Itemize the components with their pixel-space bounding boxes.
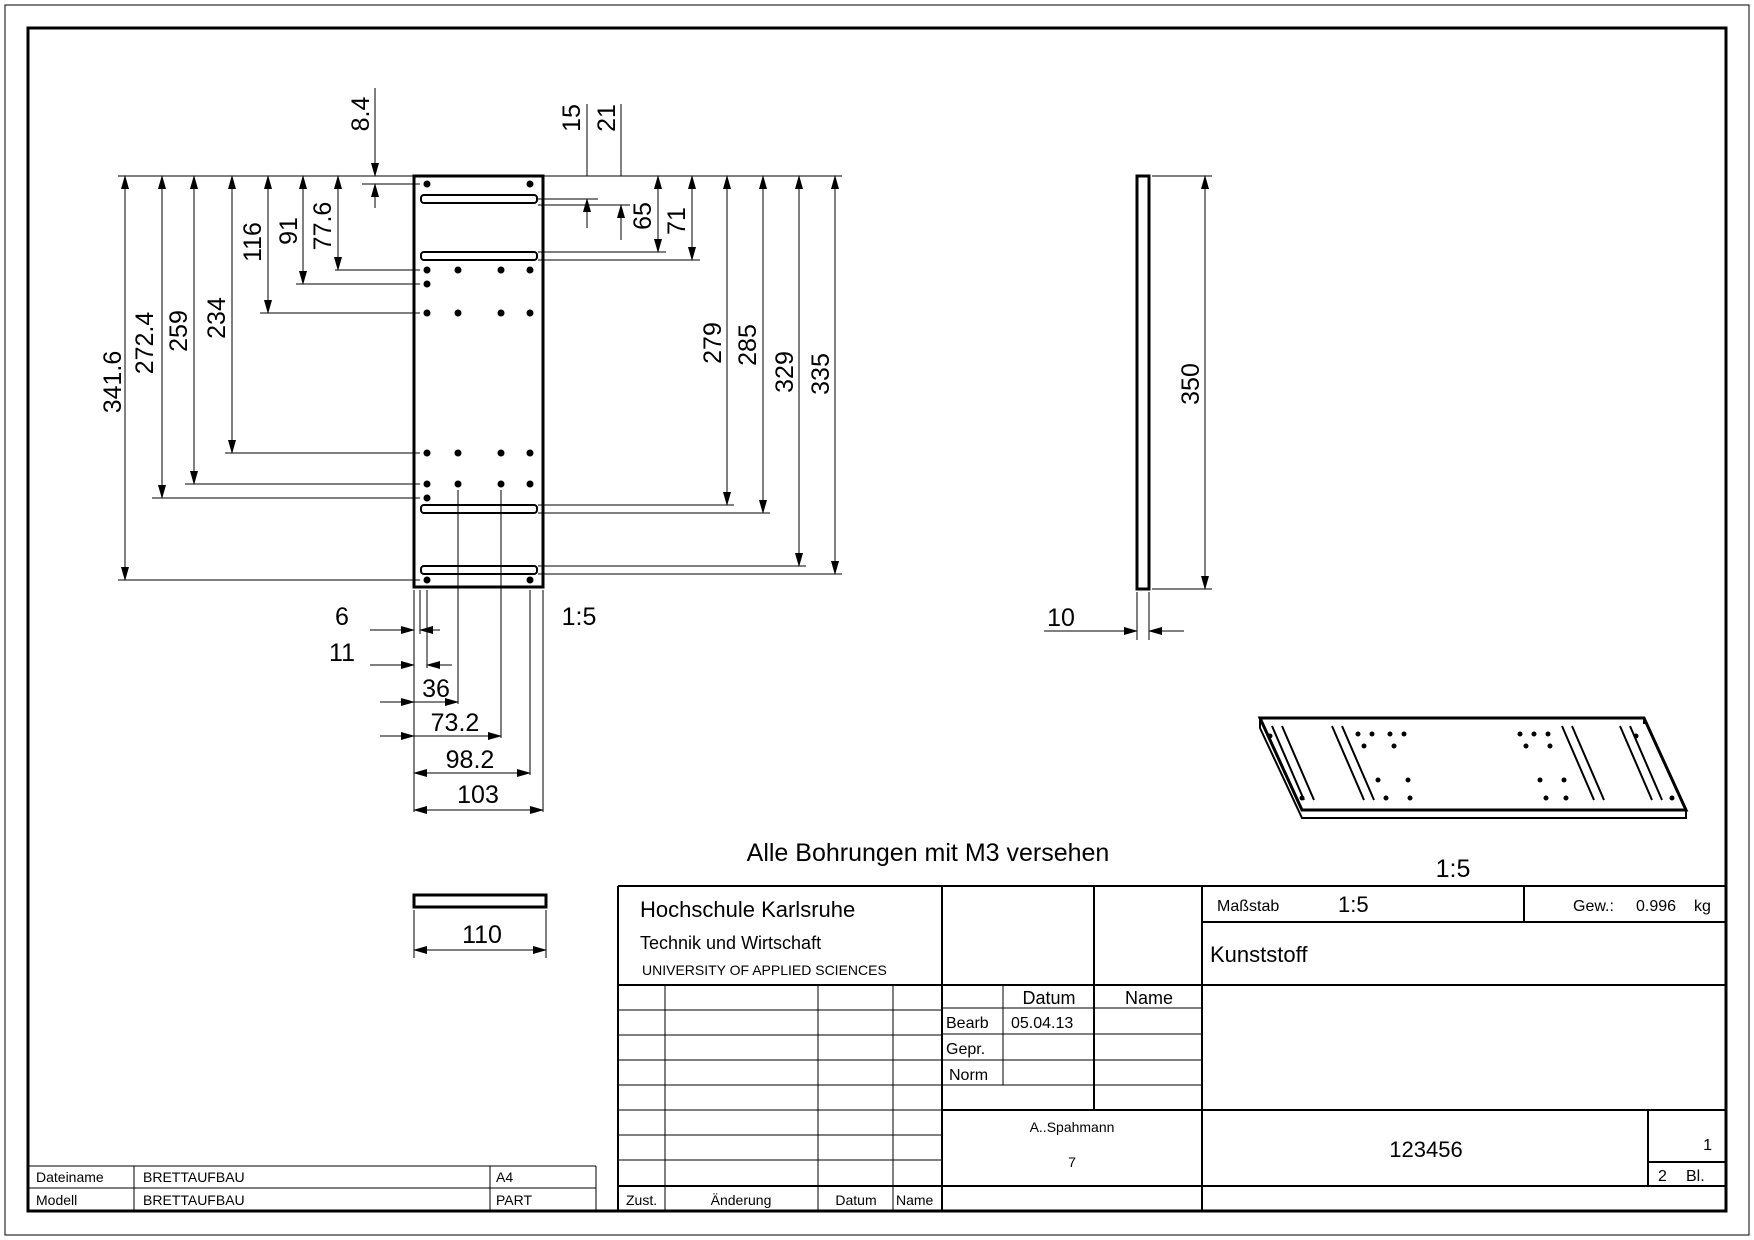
side-view: 350 10 [1044, 174, 1212, 640]
institution-english: UNIVERSITY OF APPLIED SCIENCES [642, 962, 887, 978]
dim-91: 91 [275, 217, 303, 245]
scale-label: Maßstab [1217, 898, 1279, 915]
dim-285: 285 [734, 324, 762, 366]
title-block: Hochschule Karlsruhe Technik und Wirtsch… [617, 885, 1726, 1211]
row-bearb: Bearb [946, 1015, 989, 1032]
rev-aenderung: Änderung [711, 1192, 772, 1208]
dim-329: 329 [771, 351, 799, 393]
extension-lines [118, 175, 842, 812]
sheet-label: Bl. [1686, 1168, 1705, 1185]
format-value: A4 [496, 1169, 513, 1185]
dateiname-label: Dateiname [36, 1169, 104, 1185]
front-outline [412, 174, 545, 589]
dim-272-4: 272.4 [131, 312, 159, 375]
bottom-dim-lines [370, 626, 544, 814]
dim-21: 21 [593, 104, 621, 132]
dim-73-2: 73.2 [431, 709, 480, 737]
modell-value: BRETTAUFBAU [143, 1192, 245, 1208]
dim-71: 71 [663, 207, 691, 235]
bearb-date: 05.04.13 [1011, 1015, 1073, 1032]
dim-110: 110 [462, 921, 502, 949]
outer-frame [4, 4, 1750, 1236]
drawing-number: 123456 [1389, 1137, 1462, 1162]
isometric-view: 1:5 [1257, 716, 1689, 883]
modell-label: Modell [36, 1192, 77, 1208]
holes [423, 180, 534, 584]
dim-6: 6 [335, 603, 349, 631]
dateiname-value: BRETTAUFBAU [143, 1169, 245, 1185]
type-value: PART [496, 1192, 532, 1208]
material: Kunststoff [1210, 942, 1308, 967]
rev-zust: Zust. [626, 1192, 657, 1208]
row-norm: Norm [949, 1067, 988, 1084]
dim-65: 65 [629, 202, 657, 230]
scale-value: 1:5 [1338, 892, 1369, 917]
dim-11: 11 [329, 639, 355, 667]
weight-label: Gew.: [1573, 898, 1614, 915]
institution-name: Hochschule Karlsruhe [640, 897, 855, 922]
dim-234: 234 [203, 297, 231, 339]
iso-view-scale: 1:5 [1436, 855, 1471, 883]
weight-unit: kg [1694, 898, 1711, 915]
author: A..Spahmann [1030, 1119, 1115, 1135]
top-outline [412, 893, 548, 909]
side-outline [1135, 174, 1151, 591]
col-name: Name [1125, 988, 1173, 1008]
right-dim-lines [583, 104, 839, 575]
dim-8-4: 8.4 [347, 97, 375, 132]
sheet-number: 1 [1703, 1137, 1712, 1154]
dim-335: 335 [807, 353, 835, 395]
dim-77-6: 77.6 [309, 202, 337, 251]
inner-frame [26, 26, 1728, 1213]
rev-name: Name [896, 1192, 934, 1208]
rev-datum: Datum [835, 1192, 876, 1208]
left-dim-lines [121, 88, 379, 581]
col-datum: Datum [1022, 988, 1075, 1008]
weight-value: 0.996 [1636, 898, 1676, 915]
drilling-note: Alle Bohrungen mit M3 versehen [747, 839, 1110, 867]
file-info-block: Dateiname BRETTAUFBAU A4 Modell BRETTAUF… [28, 1165, 597, 1211]
dim-341-6: 341.6 [99, 351, 127, 414]
institution-subtitle: Technik und Wirtschaft [640, 933, 821, 953]
top-view: 110 [412, 893, 548, 958]
sheet-total: 2 [1658, 1168, 1667, 1185]
dim-10: 10 [1047, 604, 1075, 632]
dim-36: 36 [422, 675, 450, 703]
slots [420, 194, 538, 575]
front-view-scale: 1:5 [562, 603, 597, 631]
dim-350: 350 [1177, 363, 1205, 405]
dim-98-2: 98.2 [446, 746, 495, 774]
dim-15: 15 [558, 104, 586, 132]
dim-259: 259 [165, 310, 193, 352]
front-view: 341.6 272.4 259 234 116 91 77.6 8.4 15 2… [99, 88, 842, 814]
dim-103: 103 [457, 781, 499, 809]
dim-279: 279 [699, 322, 727, 364]
row-gepr: Gepr. [946, 1041, 985, 1058]
author-sub: 7 [1068, 1154, 1076, 1170]
dim-116: 116 [239, 222, 267, 262]
